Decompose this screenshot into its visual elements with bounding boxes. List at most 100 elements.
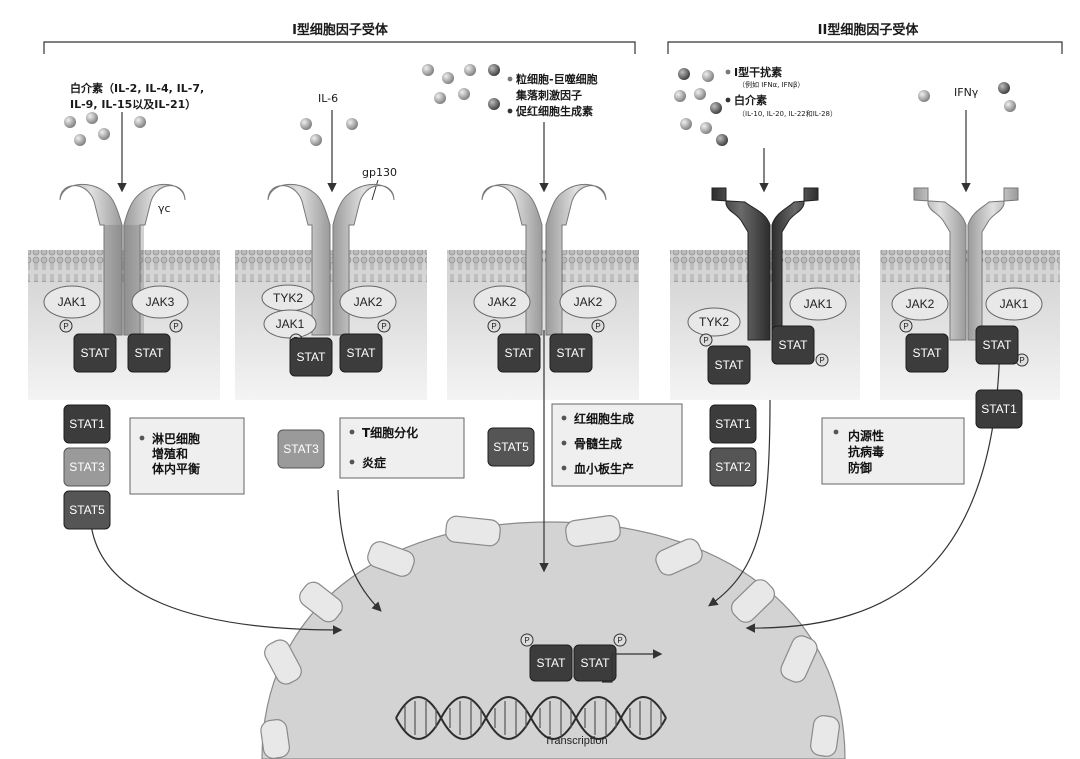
c4-stat2-label: STAT2	[715, 460, 751, 474]
arrow-path-4	[708, 399, 771, 607]
phospho-label: P	[381, 322, 386, 331]
c3-ligand-line2: 集落刺激因子	[515, 88, 582, 102]
c3-outcome-line2: 骨髓生成	[574, 436, 622, 451]
bullet	[833, 429, 839, 435]
c3-ligand-line3: 促红细胞生成素	[515, 104, 593, 118]
c5-ligand: IFNγ	[954, 86, 979, 99]
c1-stat1-label: STAT1	[69, 417, 105, 431]
bullet	[561, 440, 567, 446]
c2-ligand-balls	[300, 118, 358, 146]
c5-stat-left-label: STAT	[913, 346, 943, 360]
phospho-label: P	[617, 636, 622, 645]
type2-header-group: II型细胞因子受体	[667, 22, 1063, 54]
dna-helix	[395, 696, 667, 740]
c4-tyk2-label: TYK2	[699, 315, 729, 329]
nuclear-pore	[780, 635, 818, 683]
ligand-ball	[74, 134, 86, 146]
phospho-label: P	[524, 636, 529, 645]
phospho-badge	[613, 633, 627, 647]
phospho-badge	[377, 319, 391, 333]
type1-header: I型细胞因子受体	[292, 22, 389, 38]
c3-jak-right-label: JAK2	[574, 295, 603, 309]
ligand-ball	[488, 64, 500, 76]
ligand-ball	[680, 118, 692, 130]
c4-ligand-balls	[674, 68, 728, 146]
nuclear-pore	[264, 639, 302, 685]
receptor-right-chain	[967, 187, 1019, 341]
membranes	[28, 250, 1060, 282]
ligand-ball	[422, 64, 434, 76]
c3-stat-right-label: STAT	[557, 346, 587, 360]
c3-outcome-line1: 红细胞生成	[574, 411, 634, 426]
c5-receptor	[913, 187, 1019, 341]
c1-ligand-line2: IL-9, IL-15以及IL-21）	[70, 98, 196, 111]
c2-gp130: gp130	[362, 166, 397, 179]
c5-stat-left	[905, 333, 949, 373]
c1-stat-right-label: STAT	[135, 346, 165, 360]
c4-ligand-line3: 白介素	[734, 93, 767, 107]
type2-header: II型细胞因子受体	[818, 22, 920, 38]
phospho-label: P	[173, 322, 178, 331]
c2-stat-left-label: STAT	[297, 350, 327, 364]
c5-jak1-label: JAK1	[1000, 297, 1029, 311]
c4-stat-right	[771, 325, 815, 365]
c4-stat1-box	[709, 404, 757, 444]
ligand-ball	[98, 128, 110, 140]
arrow-path-1	[89, 509, 343, 635]
ligand-ball	[678, 68, 690, 80]
column-3: 粒细胞-巨噬细胞 集落刺激因子 促红细胞生成素 JAK2 JAK2 P P ST…	[422, 64, 683, 487]
c1-stat5-label: STAT5	[69, 503, 105, 517]
ligand-ball	[694, 88, 706, 100]
c2-outcome-line2: 炎症	[362, 455, 386, 470]
c2-jak1-label: JAK1	[276, 317, 305, 331]
c1-stat1-box	[63, 404, 111, 444]
c4-jak1-label: JAK1	[804, 297, 833, 311]
bullet	[139, 435, 145, 441]
bullet	[725, 69, 731, 75]
c2-stat3-box	[277, 429, 325, 469]
nuclear-pore	[299, 581, 343, 623]
ligand-ball	[64, 116, 76, 128]
c4-ligand-line2: （例如 IFNα, IFNβ）	[738, 80, 804, 89]
receptor-right-chain	[771, 187, 819, 341]
c1-stat3-box	[63, 447, 111, 487]
c3-stat5-box	[487, 427, 535, 467]
column-4: I型干扰素 （例如 IFNα, IFNβ） 白介素 （IL-10, IL-20,…	[674, 65, 847, 487]
c2-outcome-box	[339, 417, 465, 479]
bullet	[507, 108, 513, 114]
c4-stat2-box	[709, 447, 757, 487]
column-1: 白介素（IL-2, IL-4, IL-7, IL-9, IL-15以及IL-21…	[43, 81, 245, 530]
c3-stat-left	[497, 333, 541, 373]
membrane-2	[235, 250, 427, 282]
c4-ligand-line4: （IL-10, IL-20, IL-22和IL-28）	[738, 109, 837, 118]
c2-stat-right-label: STAT	[347, 346, 377, 360]
c4-stat-left	[707, 345, 751, 385]
c2-jak2-label: JAK2	[354, 295, 383, 309]
c2-stat-right	[339, 333, 383, 373]
column-5: IFNγ JAK2 JAK1 P P STAT STAT STAT1 内源性 抗…	[821, 82, 1043, 485]
phospho-badge	[169, 319, 183, 333]
nuclear-stat-right	[573, 644, 617, 682]
c3-ligand-balls	[422, 64, 500, 110]
c3-stat-left-label: STAT	[505, 346, 535, 360]
c3-stat-right	[549, 333, 593, 373]
nuclear-stat-dimer: STAT STAT P P	[520, 633, 627, 682]
nucleus-body	[261, 521, 846, 759]
c2-gp130-pointer	[371, 179, 379, 201]
c2-tyk2-label: TYK2	[273, 291, 303, 305]
c4-tyk2	[687, 307, 741, 337]
c4-stat-right-label: STAT	[779, 338, 809, 352]
receptor-left-chain	[267, 183, 331, 336]
arrow-path-2	[337, 489, 382, 612]
ligand-ball	[310, 134, 322, 146]
ligand-ball	[134, 116, 146, 128]
receptor-left-chain	[59, 183, 123, 336]
phospho-badge	[815, 353, 829, 367]
c2-jak2	[339, 285, 397, 319]
receptor-left-chain	[913, 187, 967, 341]
c1-jak-right-label: JAK3	[146, 295, 175, 309]
receptor-left-chain	[711, 187, 771, 341]
bullet	[561, 415, 567, 421]
c5-stat-right	[975, 325, 1019, 365]
c1-ligand-balls	[64, 112, 146, 146]
